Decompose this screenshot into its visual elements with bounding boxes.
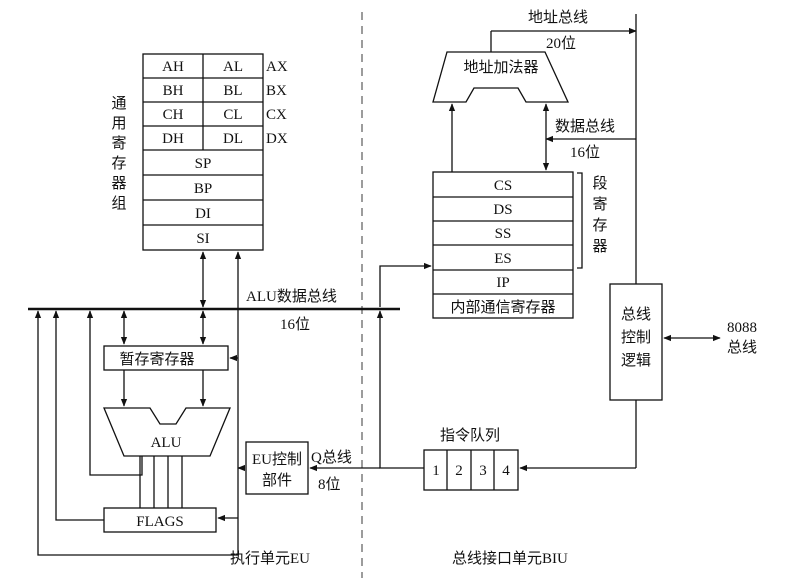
queue-cell-1: 1 <box>432 463 440 479</box>
reg-ss: SS <box>495 226 512 242</box>
q-bus-width: 8位 <box>318 476 341 493</box>
alu-bus-width: 16位 <box>280 316 310 333</box>
internal-comm-register: 内部通信寄存器 <box>450 298 555 316</box>
reg-dx: DX <box>266 131 288 147</box>
reg-dh: DH <box>162 131 184 147</box>
instruction-queue: 1 2 3 4 <box>423 449 519 491</box>
temp-register <box>103 345 229 371</box>
segment-label-4: 器 <box>592 239 607 255</box>
segment-bracket <box>577 172 583 269</box>
reg-ax: AX <box>266 59 288 75</box>
reg-bp: BP <box>194 181 212 197</box>
bus-control-label-2: 控制 <box>621 329 651 346</box>
reg-al: AL <box>223 59 243 75</box>
reg-cl: CL <box>223 107 242 123</box>
reg-sp: SP <box>195 156 212 172</box>
segment-label-2: 寄 <box>592 195 607 213</box>
reg-bl: BL <box>223 83 242 99</box>
address-bus-label: 地址总线 <box>528 9 588 26</box>
reg-cx: CX <box>266 107 287 123</box>
reg-es: ES <box>494 251 512 267</box>
address-adder-label: 地址加法器 <box>463 59 538 76</box>
queue-cell-3: 3 <box>479 463 487 479</box>
queue-label: 指令队列 <box>440 427 500 444</box>
segment-label-3: 存 <box>592 217 607 234</box>
bus-control-label-3: 逻辑 <box>621 352 651 369</box>
reg-ip: IP <box>496 275 509 291</box>
segment-label-1: 段 <box>592 175 607 192</box>
reg-bx: BX <box>266 83 287 99</box>
segment-register-file: CS DS SS ES IP 内部通信寄存器 <box>432 171 574 319</box>
data-bus-width: 16位 <box>570 144 600 161</box>
reg-dl: DL <box>223 131 243 147</box>
general-register-file: AH AL AX BH BL BX CH CL CX DH DL DX SP B… <box>142 53 288 251</box>
reg-ah: AH <box>162 59 184 75</box>
eu-section-label: 执行单元EU <box>230 550 310 567</box>
alu <box>103 407 231 457</box>
bus-control-label-1: 总线 <box>621 306 651 323</box>
address-adder <box>432 51 570 103</box>
address-bus-width: 20位 <box>546 35 576 52</box>
alu-bus-label: ALU数据总线 <box>246 288 337 305</box>
q-bus-label: Q总线 <box>311 449 352 466</box>
eu-control-label-2: 部件 <box>262 472 292 489</box>
reg-si: SI <box>196 231 209 247</box>
reg-ds: DS <box>493 202 512 218</box>
ext-bus-label-2: 总线 <box>727 339 757 356</box>
queue-cell-2: 2 <box>455 463 463 479</box>
eu-control-unit <box>245 441 309 495</box>
alu-label: ALU <box>151 435 182 451</box>
queue-cell-4: 4 <box>502 463 510 479</box>
general-register-group-label: 通用寄存器组 <box>111 95 126 212</box>
flags-label: FLAGS <box>136 514 184 530</box>
reg-bh: BH <box>163 83 184 99</box>
reg-ch: CH <box>163 107 184 123</box>
eu-control-label-1: EU控制 <box>252 451 302 468</box>
ext-bus-label-1: 8088 <box>727 320 757 336</box>
temp-register-label: 暂存寄存器 <box>119 350 194 368</box>
reg-di: DI <box>195 206 211 222</box>
biu-section-label: 总线接口单元BIU <box>452 550 568 567</box>
reg-cs: CS <box>494 178 512 194</box>
bus-control-logic <box>609 283 663 401</box>
data-bus-label: 数据总线 <box>555 118 615 135</box>
